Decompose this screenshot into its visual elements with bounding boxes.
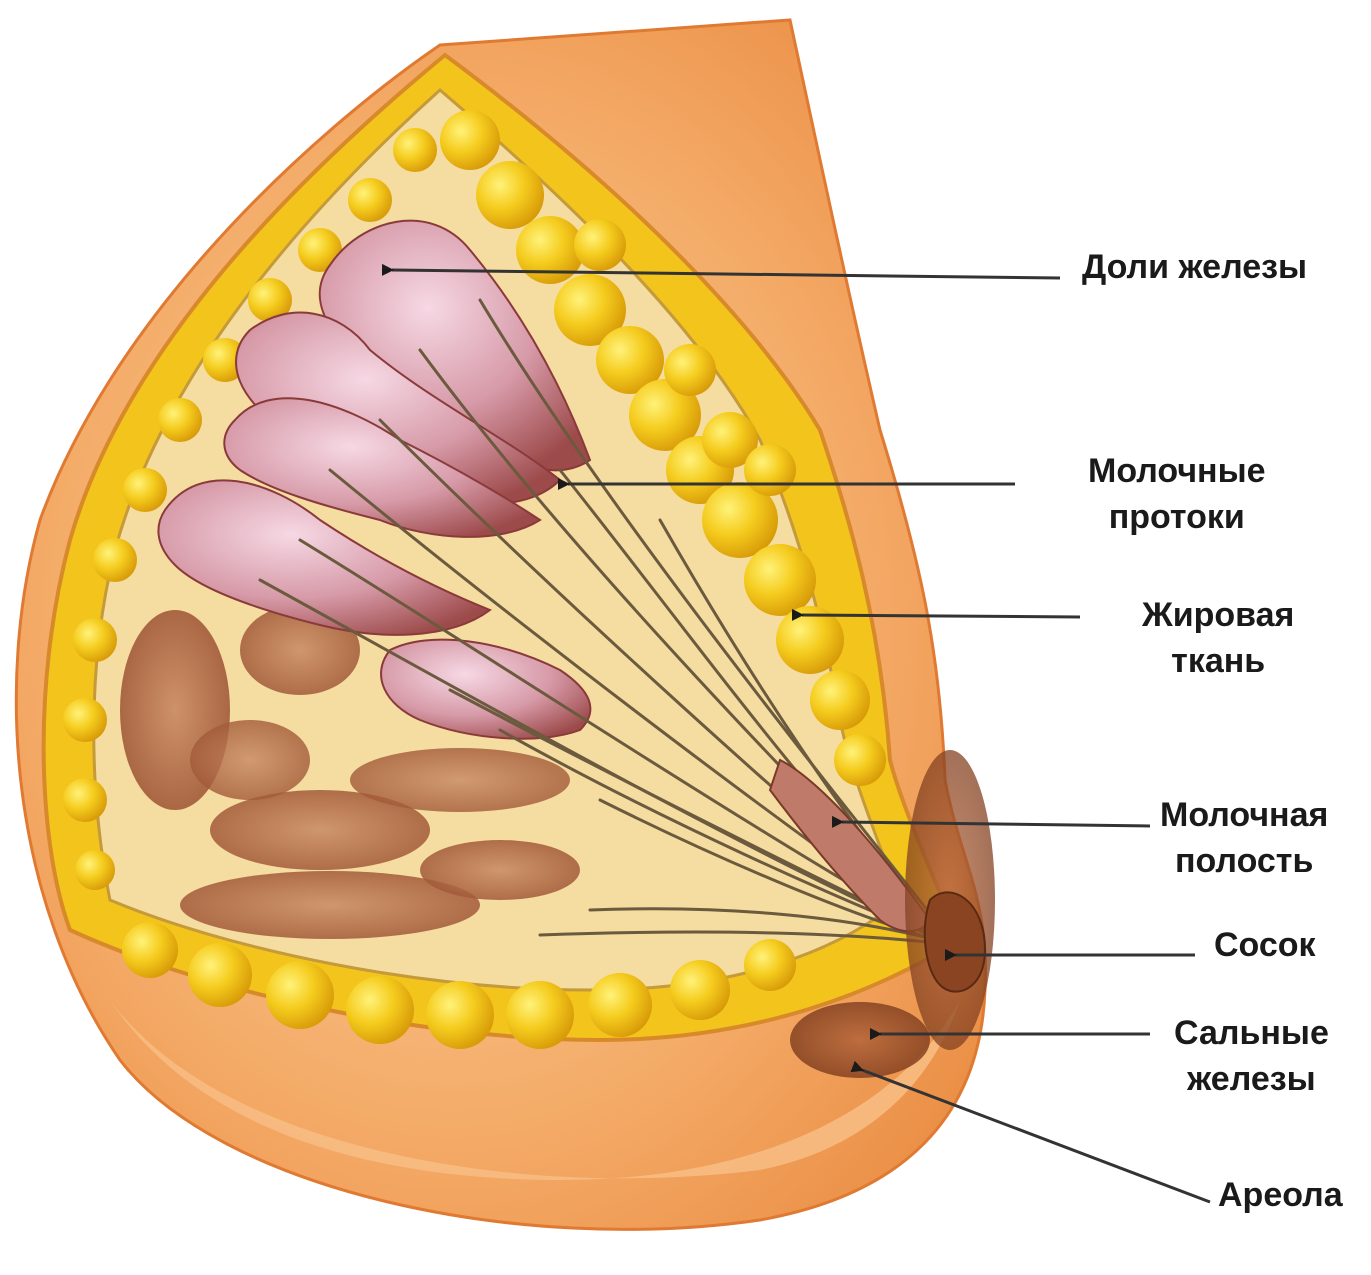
label-ducts: Молочные протоки [1088, 448, 1266, 540]
label-sinus-line2: полость [1160, 838, 1328, 884]
sebaceous-gland-shape [790, 1002, 930, 1078]
leader-fat [802, 615, 1080, 617]
label-sebaceous: Сальные железы [1174, 1010, 1329, 1102]
label-areola-text: Ареола [1218, 1172, 1343, 1218]
label-lobes: Доли железы [1082, 244, 1307, 290]
label-ducts-line1: Молочные [1088, 448, 1266, 494]
label-fat-line1: Жировая [1142, 592, 1294, 638]
label-areola: Ареола [1218, 1172, 1343, 1218]
label-ducts-line2: протоки [1088, 494, 1266, 540]
label-lobes-text: Доли железы [1082, 244, 1307, 290]
label-nipple-text: Сосок [1214, 922, 1316, 968]
label-fat-line2: ткань [1142, 638, 1294, 684]
label-sinus: Молочная полость [1160, 792, 1328, 884]
label-sebaceous-line1: Сальные [1174, 1010, 1329, 1056]
label-fat: Жировая ткань [1142, 592, 1294, 684]
label-nipple: Сосок [1214, 922, 1316, 968]
label-sinus-line1: Молочная [1160, 792, 1328, 838]
label-sebaceous-line2: железы [1174, 1056, 1329, 1102]
